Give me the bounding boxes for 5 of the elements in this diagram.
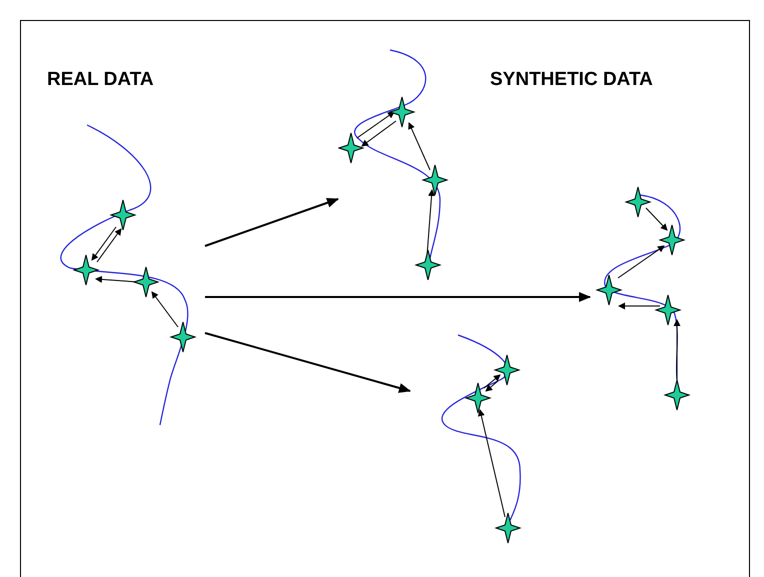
arrow <box>204 332 411 393</box>
panel-heading: SYNTHETIC DATA <box>490 68 653 92</box>
arrow <box>205 292 591 302</box>
panel-heading: REAL DATA <box>47 68 154 92</box>
arrow <box>204 198 339 247</box>
